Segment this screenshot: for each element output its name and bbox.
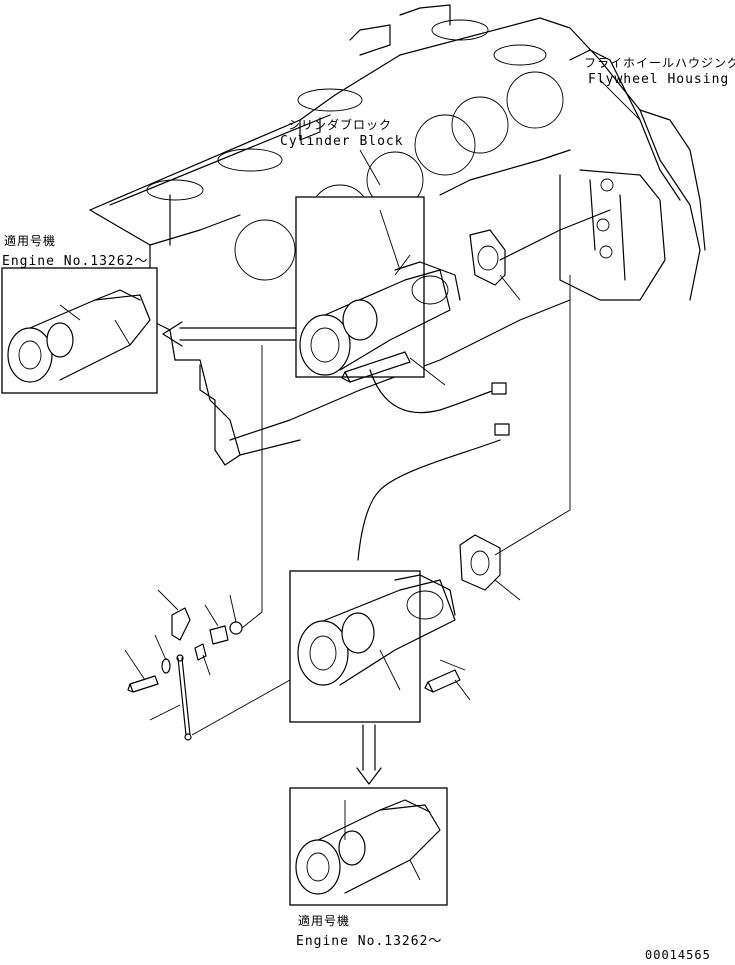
mounting-bolt-upper: [341, 351, 446, 386]
wiring-harness: [357, 369, 510, 561]
applicable-engine-label-jp-bottom: 適用号機: [298, 914, 351, 928]
cylinder-block-label-en: Cylinder Block: [280, 134, 404, 149]
cap: [157, 589, 191, 641]
mounting-bolt-lower: [424, 659, 471, 701]
engine-number-label-bottom: Engine No.13262～: [296, 934, 443, 949]
starter-motor-left-detail: [7, 289, 151, 383]
drawing-number: 00014565: [645, 948, 711, 962]
washer: [154, 634, 171, 674]
flywheel-housing-label-en: Flywheel Housing: [588, 72, 730, 87]
arrow-to-left-detail: [162, 321, 296, 347]
cylinder-block: [89, 4, 706, 466]
gasket-lower: [459, 534, 521, 601]
engine-number-label-top: Engine No.13262～: [2, 254, 149, 269]
cylinder-block-label-jp: シリンダブロック: [288, 118, 393, 132]
arrow-to-bottom-detail: [356, 724, 382, 785]
flywheel-housing-label-jp: フライホイールハウジング: [584, 56, 735, 70]
guide-line-right: [494, 275, 571, 556]
starter-motor-upper: [299, 209, 461, 376]
spacer: [229, 594, 243, 635]
nut: [204, 604, 229, 645]
starter-motor-bottom-detail: [295, 799, 441, 895]
gasket-upper: [469, 229, 521, 301]
bushing: [194, 643, 211, 676]
starter-motor-lower: [297, 574, 456, 691]
flywheel-leader: [599, 79, 641, 121]
cylinder-block-leader: [359, 149, 381, 186]
bolt-left: [124, 649, 159, 693]
guide-line-left: [241, 345, 263, 629]
stud: [149, 654, 291, 741]
applicable-engine-label-jp-top: 適用号機: [4, 234, 57, 248]
